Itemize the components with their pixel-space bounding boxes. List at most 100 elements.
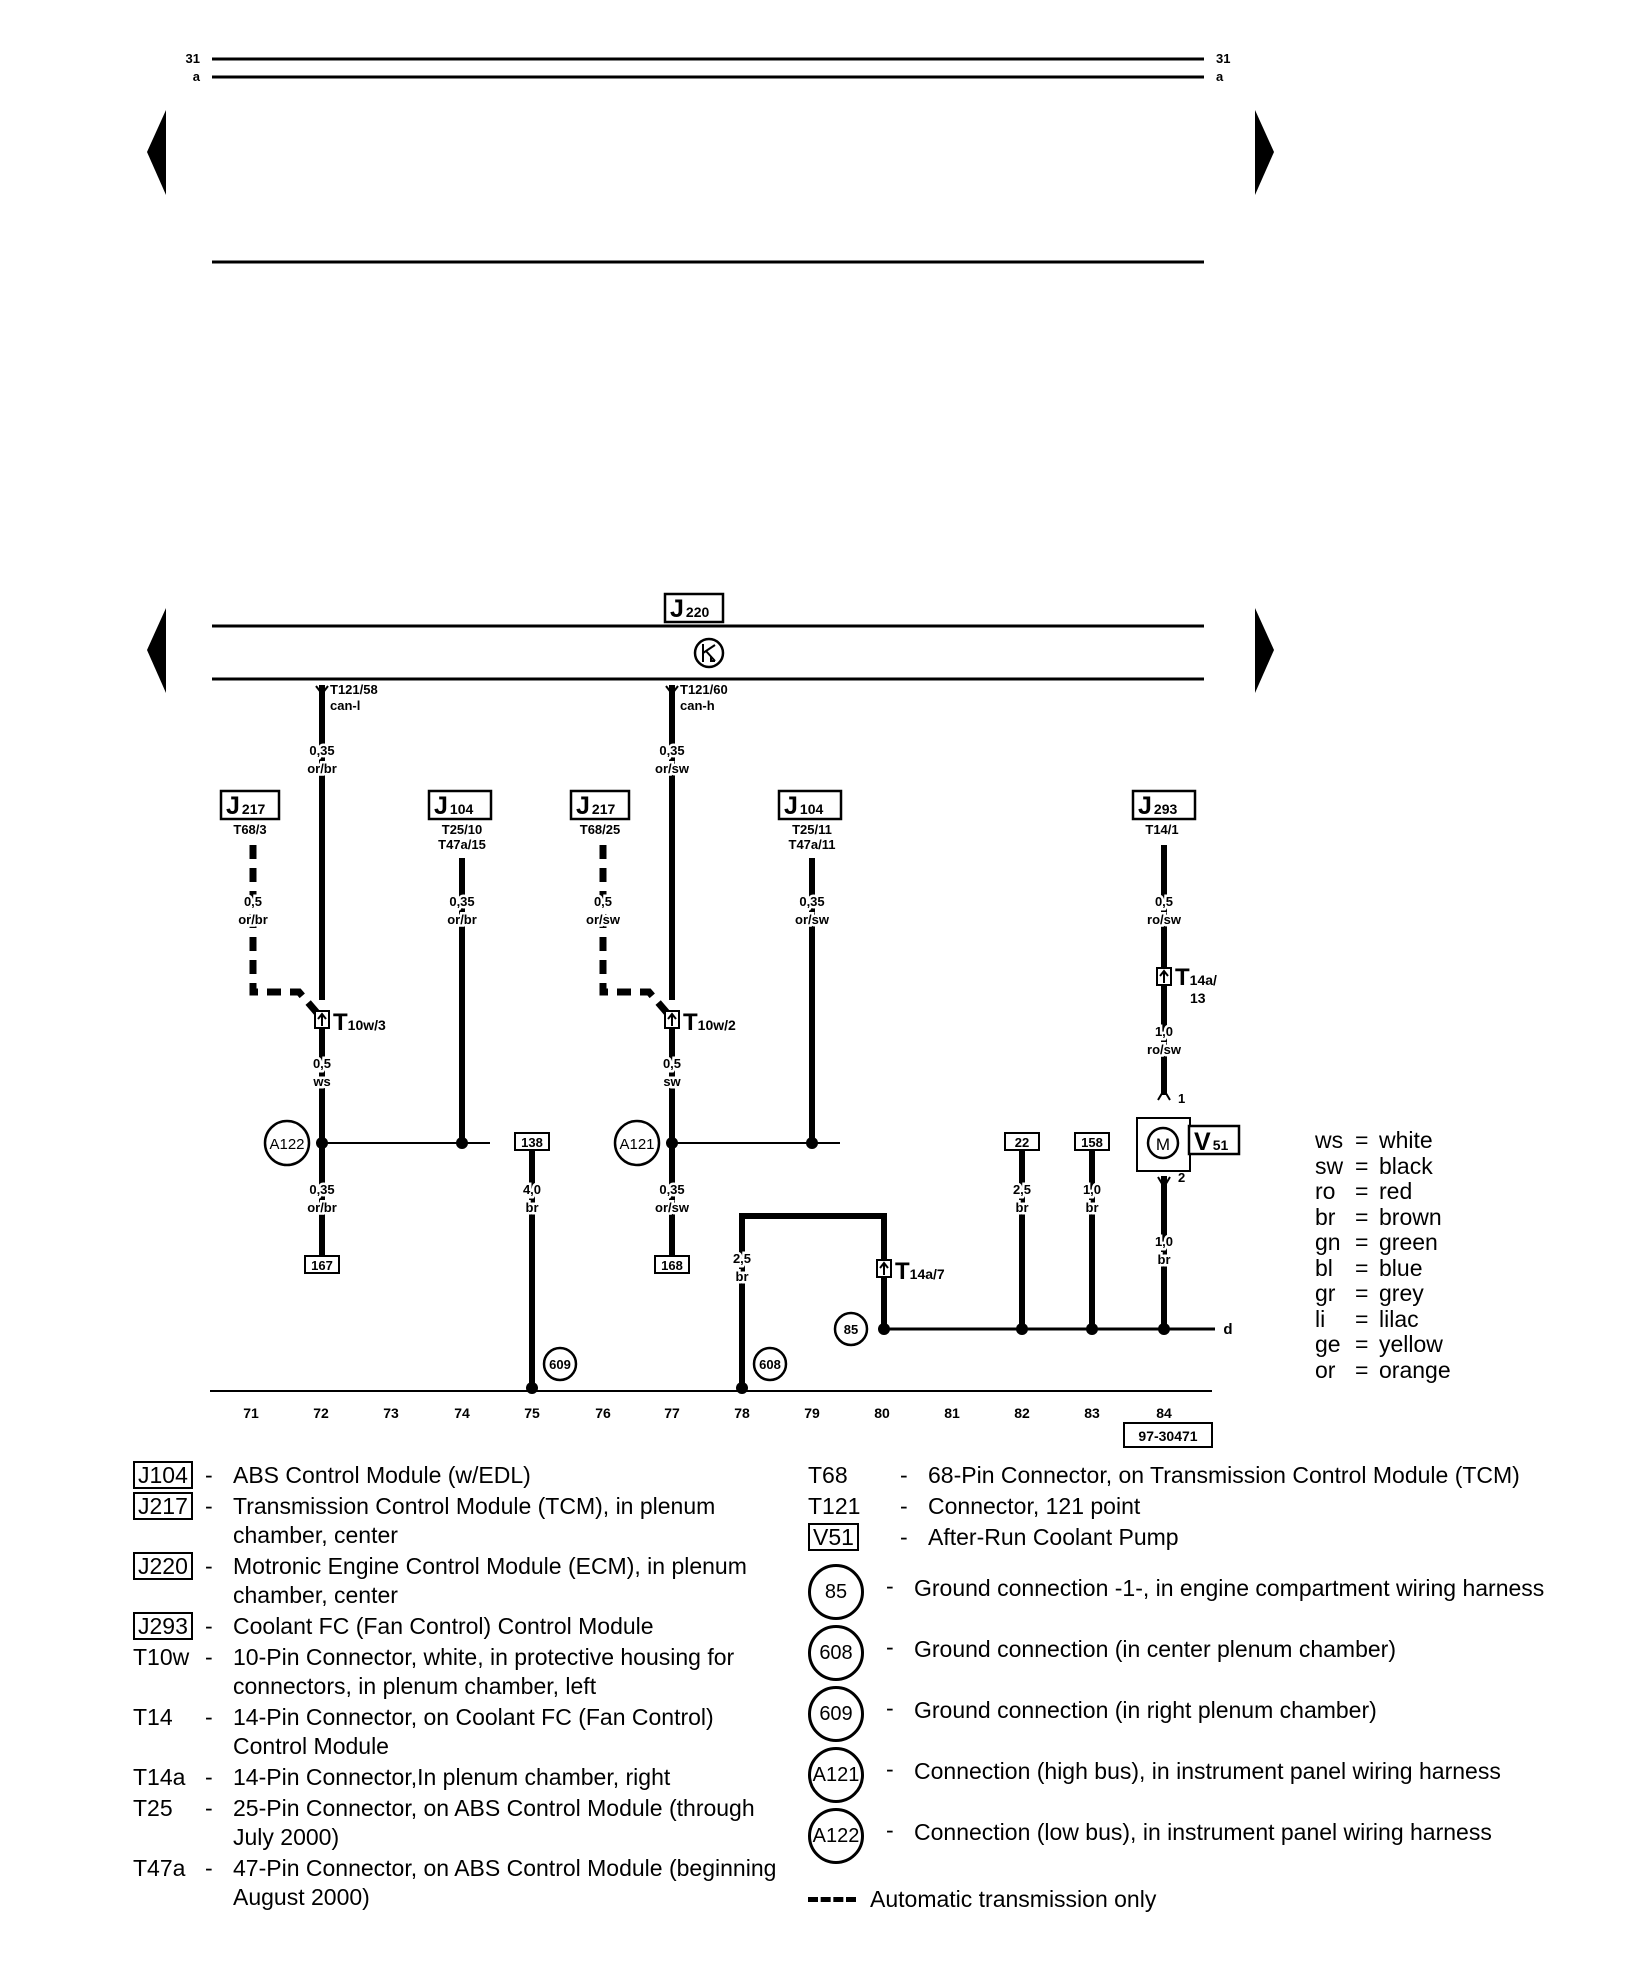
color-key-row: gr=grey	[1315, 1280, 1451, 1307]
svg-text:T14a/: T14a/	[1175, 964, 1217, 991]
legend-code: J104	[133, 1461, 205, 1490]
svg-text:4,0: 4,0	[523, 1182, 541, 1197]
legend-code: V51	[808, 1523, 900, 1552]
motor-icon	[1146, 1126, 1180, 1160]
legend-circle-item: 85-Ground connection -1-, in engine comp…	[808, 1564, 1628, 1633]
legend-code: T14a	[133, 1764, 186, 1790]
legend-item: T25-25-Pin Connector, on ABS Control Mod…	[133, 1794, 783, 1852]
legend-description: Motronic Engine Control Module (ECM), in…	[233, 1553, 747, 1608]
track-number: 83	[1084, 1405, 1100, 1421]
color-key-row: ws = white	[1315, 1127, 1451, 1154]
track-number: 74	[454, 1405, 470, 1421]
color-name: lilac	[1379, 1305, 1419, 1332]
svg-text:2,5: 2,5	[733, 1251, 751, 1266]
svg-text:608: 608	[759, 1357, 781, 1372]
legend-circle-symbol: A122	[808, 1808, 864, 1864]
legend-code: T14	[133, 1704, 173, 1730]
ref-boxes: 138 167 168 22 158	[304, 1132, 1110, 1274]
legend-circle-symbol: 609	[808, 1686, 864, 1742]
color-name: green	[1379, 1229, 1438, 1255]
track-number: 84	[1156, 1405, 1172, 1421]
svg-text:2,5: 2,5	[1013, 1182, 1031, 1197]
color-code: gr	[1315, 1280, 1336, 1306]
svg-text:0,35: 0,35	[659, 1182, 684, 1197]
svg-text:br: br	[526, 1200, 539, 1215]
legend-description: 14-Pin Connector,In plenum chamber, righ…	[233, 1764, 671, 1790]
svg-text:0,5: 0,5	[244, 894, 262, 909]
connector-t10w3: T10w/3	[314, 1009, 386, 1036]
color-key-row: bl=blue	[1315, 1254, 1451, 1282]
legend-dash: -	[205, 1795, 213, 1821]
ref-168: 168	[661, 1258, 683, 1273]
legend-dash: -	[886, 1634, 894, 1660]
continue-left-arrow-top	[147, 110, 166, 195]
svg-text:0,35: 0,35	[309, 743, 334, 758]
svg-text:ws: ws	[312, 1074, 330, 1089]
color-key-row: sw=black	[1315, 1153, 1451, 1180]
ground-85	[833, 1311, 869, 1347]
track-number: 81	[944, 1405, 960, 1421]
color-key-row: or=orange	[1315, 1357, 1451, 1384]
track-number: 71	[243, 1405, 259, 1421]
svg-text:A121: A121	[619, 1136, 654, 1153]
continue-left-arrow	[147, 608, 166, 693]
legend-dash: -	[900, 1493, 908, 1519]
svg-text:J104: J104	[434, 792, 473, 820]
splices: A122 A121	[263, 1119, 661, 1167]
legend-description: Connector, 121 point	[928, 1493, 1141, 1519]
continue-right-arrow	[1255, 608, 1274, 693]
legend-circle-item: 608-Ground connection (in center plenum …	[808, 1625, 1628, 1694]
track-number: 78	[734, 1405, 750, 1421]
continue-right-arrow-top	[1255, 110, 1274, 195]
svg-text:85: 85	[844, 1322, 858, 1337]
wire-labels: T121/58 can-l T121/60 can-h 0,35 or/br 0…	[236, 682, 1185, 1287]
svg-text:0,5: 0,5	[663, 1056, 681, 1071]
legend-description: ABS Control Module (w/EDL)	[233, 1462, 531, 1488]
ground-bus-d: d	[1223, 1321, 1232, 1338]
ref-138: 138	[521, 1135, 543, 1150]
svg-text:13: 13	[1190, 990, 1206, 1006]
ecm-control-unit-icon	[693, 637, 725, 669]
color-code: gn	[1315, 1229, 1341, 1255]
color-name: red	[1379, 1178, 1413, 1204]
legend-dash: -	[886, 1695, 894, 1721]
legend-code: J217	[133, 1492, 205, 1521]
svg-text:br: br	[1158, 1252, 1171, 1267]
connectors: T10w/3 T10w/2 T14a/ 13 T14a/7	[314, 964, 1217, 1285]
legend-dash: -	[205, 1764, 213, 1790]
legend-item: T47a-47-Pin Connector, on ABS Control Mo…	[133, 1854, 783, 1912]
color-code: ro	[1315, 1178, 1336, 1204]
equals: =	[1355, 1127, 1369, 1153]
svg-text:T121/60: T121/60	[680, 682, 728, 697]
figure-id: 97-30471	[1138, 1428, 1197, 1444]
legend-item: J293-Coolant FC (Fan Control) Control Mo…	[133, 1612, 783, 1641]
color-name: white	[1379, 1127, 1433, 1153]
track-number: 76	[595, 1405, 611, 1421]
legend-dash: -	[205, 1462, 213, 1488]
legend-dash: -	[886, 1817, 894, 1843]
legend-item: T10w-10-Pin Connector, white, in protect…	[133, 1643, 783, 1701]
color-key-row: li=lilac	[1315, 1305, 1451, 1333]
equals: =	[1355, 1254, 1369, 1281]
color-code: ws	[1315, 1127, 1344, 1153]
color-key-row: ro=red	[1315, 1178, 1451, 1205]
connector-t14a-13: T14a/ 13	[1156, 964, 1217, 1006]
rail-a-right: a	[1216, 69, 1224, 84]
legend-dash: -	[205, 1553, 213, 1579]
legend-item: J217-Transmission Control Module (TCM), …	[133, 1492, 783, 1550]
svg-text:can-l: can-l	[330, 698, 360, 713]
legend-description: Coolant FC (Fan Control) Control Module	[233, 1613, 654, 1639]
legend-dash: -	[900, 1462, 908, 1488]
top-rails: 31 a 31 a	[147, 51, 1274, 264]
legend-code: J293	[133, 1612, 205, 1641]
color-name: grey	[1379, 1280, 1424, 1306]
legend-left: J104-ABS Control Module (w/EDL)J217-Tran…	[133, 1461, 783, 1914]
color-name: brown	[1379, 1203, 1442, 1230]
legend-item: T121-Connector, 121 point	[808, 1492, 1628, 1521]
legend-description: After-Run Coolant Pump	[928, 1524, 1179, 1550]
